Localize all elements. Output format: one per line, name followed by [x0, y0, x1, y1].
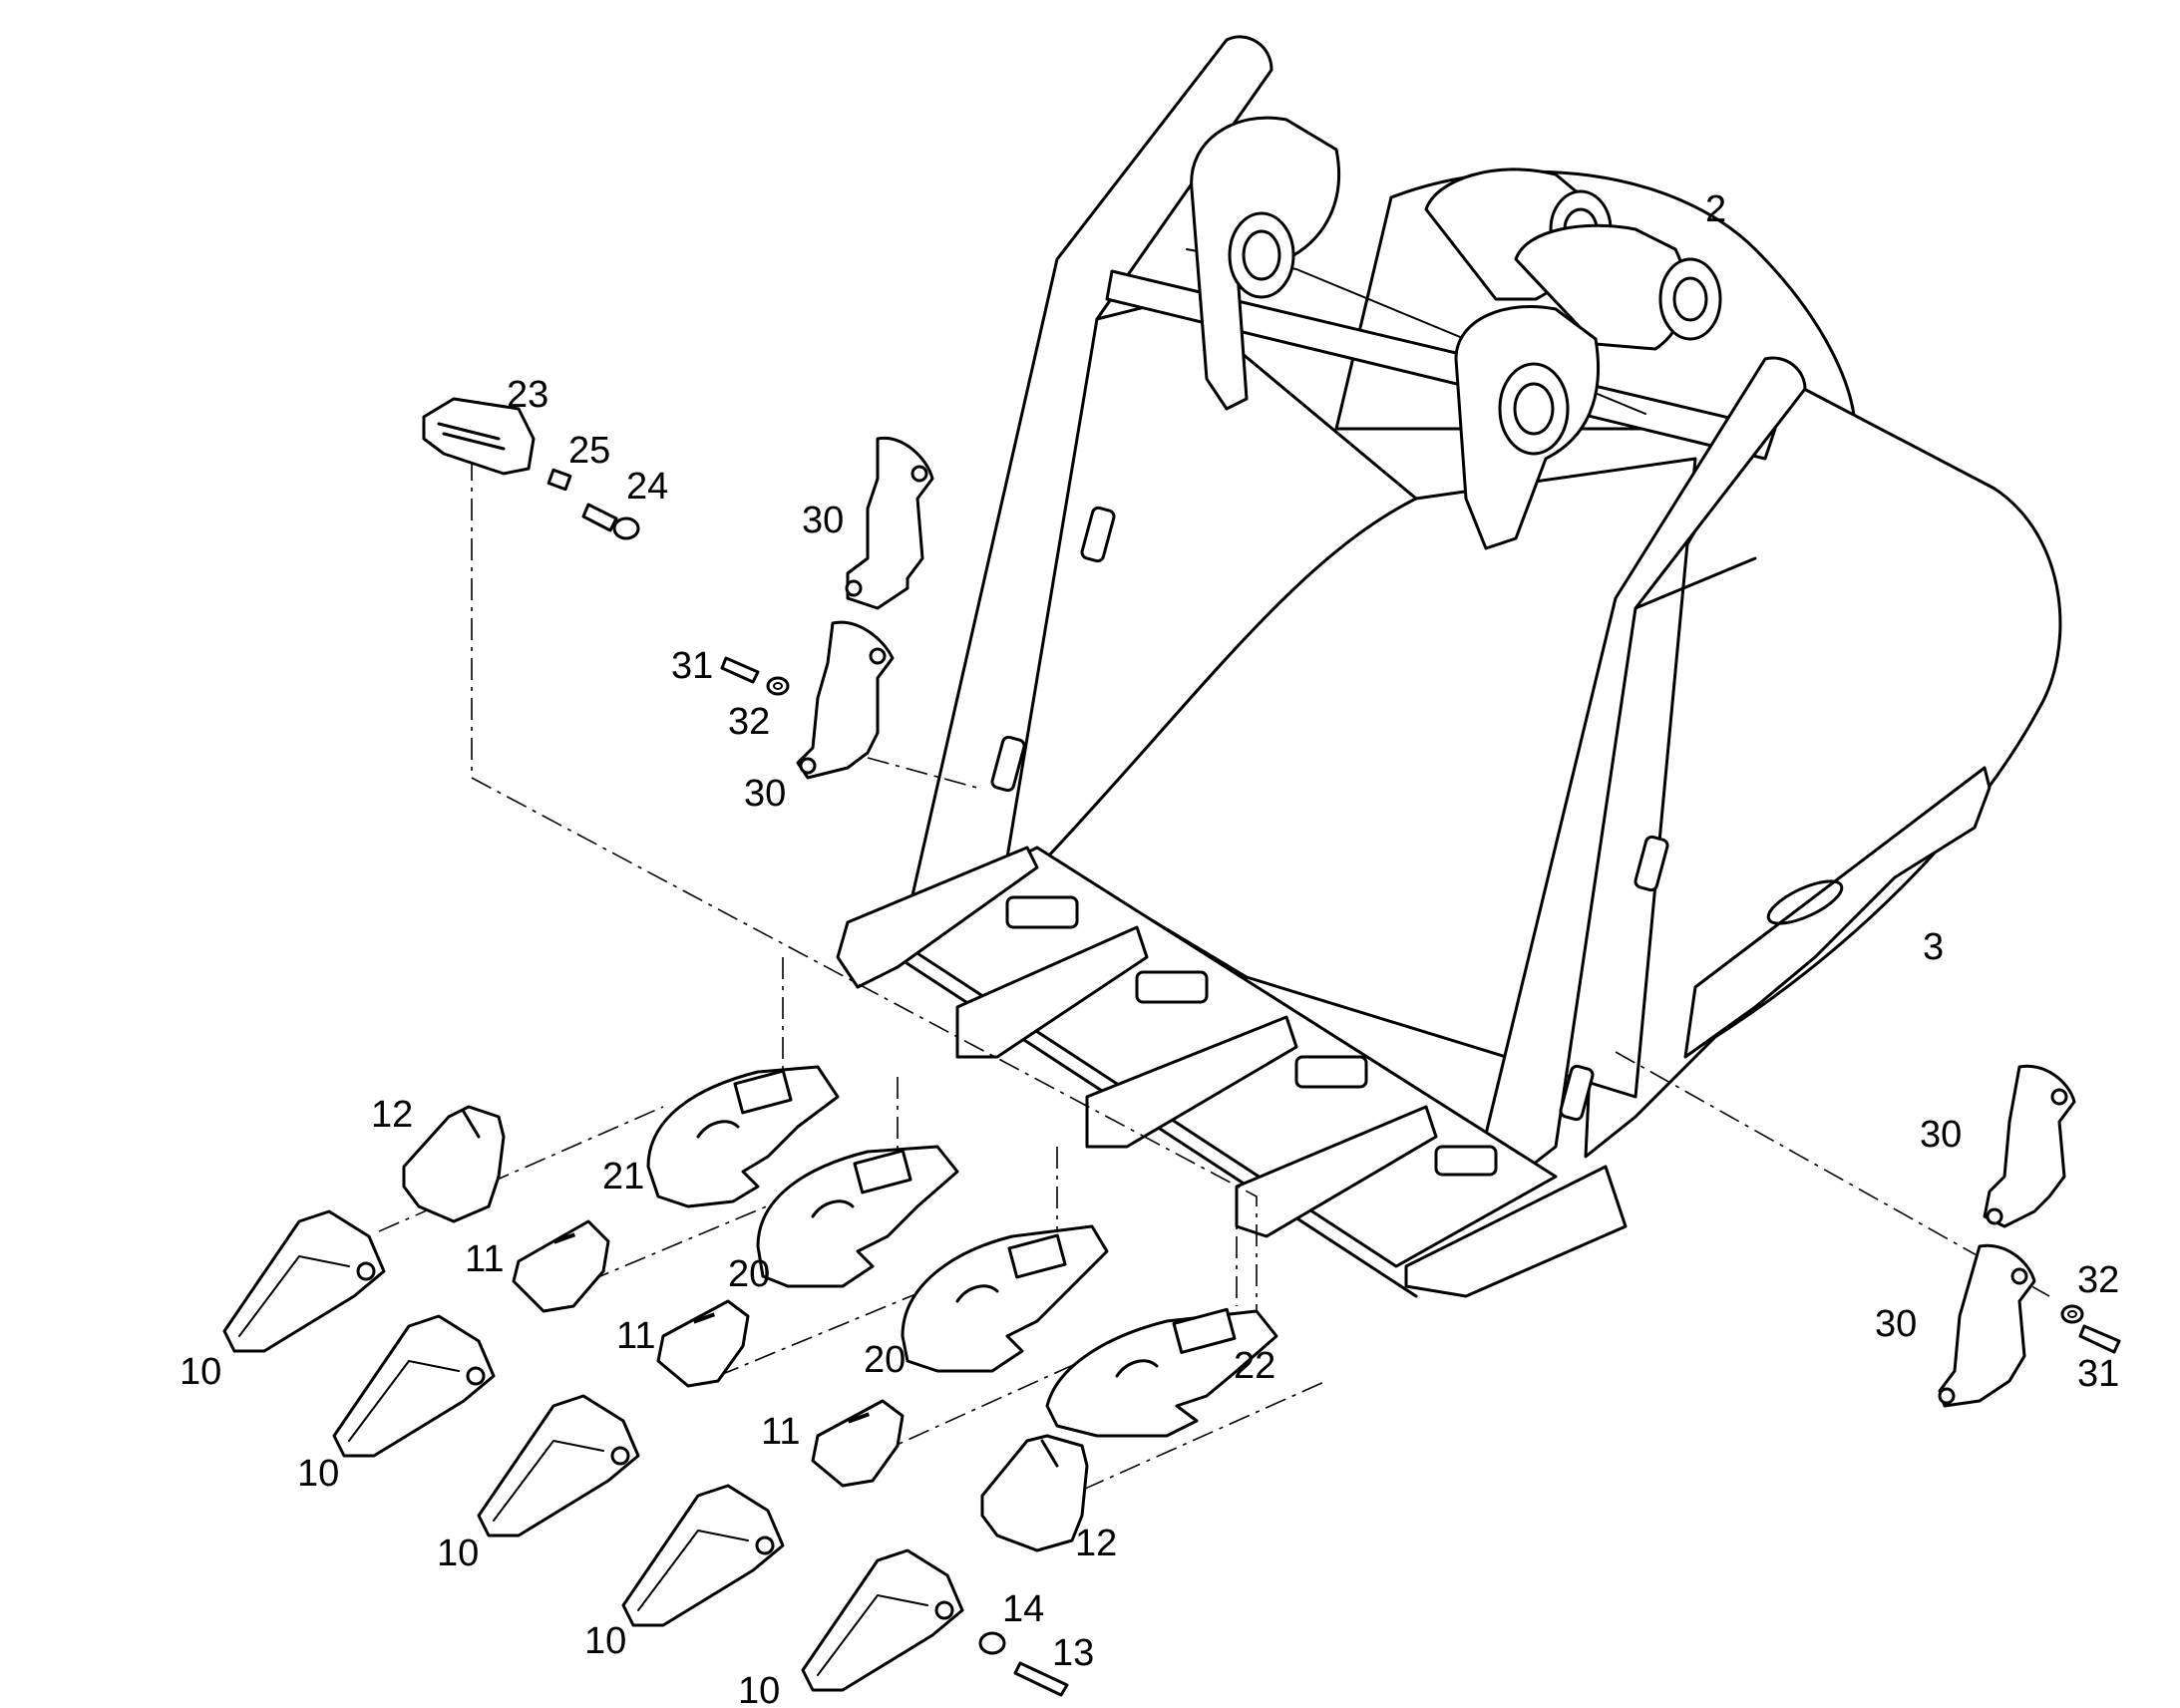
callout-31-left: 31: [671, 645, 713, 687]
callout-30-left-upper: 30: [802, 500, 844, 541]
callout-30-right-upper: 30: [1920, 1114, 1962, 1156]
side-washer-right-32: [2060, 1304, 2084, 1324]
callout-22: 22: [1234, 1345, 1275, 1387]
lip-shroud-23: [422, 397, 536, 476]
callout-10-a: 10: [180, 1351, 221, 1393]
callout-25: 25: [568, 430, 610, 472]
tooth-pin-cover-11-b: [656, 1299, 750, 1388]
callout-30-right-lower: 30: [1875, 1303, 1917, 1345]
adapter-21: [646, 1065, 840, 1208]
side-protector-right-lower: [1938, 1243, 2036, 1408]
callout-12-right: 12: [1075, 1523, 1117, 1564]
shroud-washer-25: [546, 468, 572, 492]
bucket-body: [836, 35, 2062, 1298]
side-protector-left-lower: [796, 620, 895, 780]
corner-adapter-12-left: [402, 1105, 506, 1223]
corner-adapter-12-right: [980, 1434, 1089, 1552]
side-protector-right-upper: [1983, 1064, 2076, 1228]
callout-10-e: 10: [738, 1670, 780, 1708]
callout-14: 14: [1002, 1588, 1044, 1630]
adapter-20-a: [756, 1145, 959, 1288]
adapter-20-b: [901, 1224, 1109, 1373]
callout-21: 21: [602, 1156, 644, 1197]
tooth-10-a: [222, 1209, 386, 1353]
callout-32-left: 32: [728, 701, 770, 743]
side-pin-right-31: [2078, 1324, 2121, 1354]
side-washer-left-32: [766, 676, 790, 696]
adapter-22: [1045, 1307, 1278, 1438]
callout-32-right: 32: [2077, 1259, 2119, 1301]
callout-10-d: 10: [584, 1620, 626, 1662]
callout-23: 23: [507, 374, 548, 416]
side-protector-left-upper: [845, 436, 934, 610]
tooth-pin-cover-11-a: [512, 1219, 610, 1313]
tooth-pin-cover-11-c: [811, 1399, 905, 1488]
callout-11-c: 11: [761, 1411, 800, 1453]
tooth-10-e: [801, 1548, 964, 1692]
callout-20-b: 20: [864, 1339, 906, 1381]
tooth-10-b: [332, 1314, 496, 1458]
callout-labels: 2 3 23 25 24 30 31 32 30 30 32 30 31 12 …: [180, 188, 2119, 1708]
callout-30-left-lower: 30: [744, 773, 786, 815]
tooth-10-d: [621, 1484, 785, 1627]
tooth-10-c: [477, 1394, 640, 1537]
callout-24: 24: [626, 466, 668, 508]
callout-11-b: 11: [616, 1315, 655, 1357]
callout-2: 2: [1705, 188, 1726, 230]
pin-13: [1013, 1661, 1069, 1697]
retainer-14: [978, 1631, 1006, 1655]
callout-31-right: 31: [2077, 1353, 2119, 1395]
callout-13: 13: [1052, 1632, 1094, 1674]
callout-12-left: 12: [371, 1094, 413, 1136]
callout-10-b: 10: [297, 1453, 339, 1495]
callout-3: 3: [1923, 926, 1944, 968]
shroud-bolt-24: [581, 503, 640, 540]
callout-10-c: 10: [437, 1533, 479, 1574]
callout-11-a: 11: [465, 1238, 504, 1280]
callout-20-a: 20: [728, 1253, 770, 1295]
side-pin-left-31: [720, 656, 760, 684]
